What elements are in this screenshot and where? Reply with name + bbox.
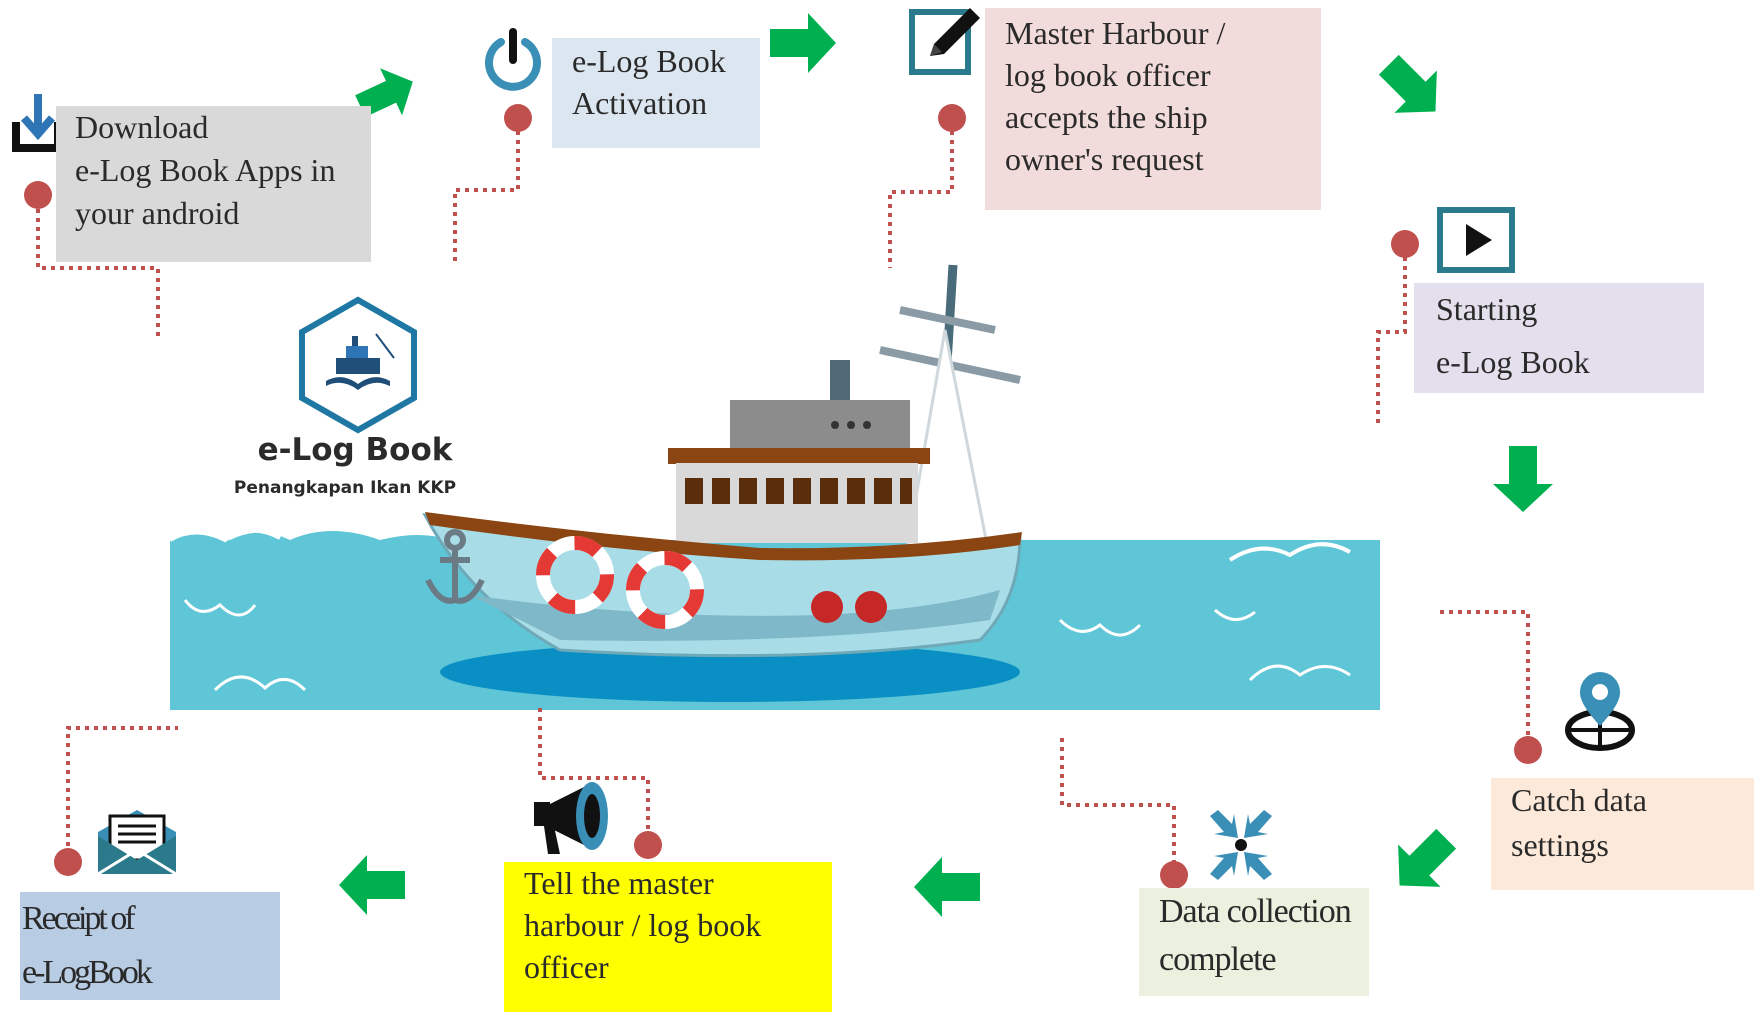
elogbook-logo — [299, 296, 417, 434]
arrow-6 — [914, 857, 980, 917]
anchor — [425, 529, 485, 604]
step-activation: e-Log Book Activation — [552, 38, 760, 148]
step-data-complete-line-1: Data collection — [1159, 893, 1352, 930]
download-icon — [12, 94, 62, 152]
step-catch-settings-line-2: settings — [1511, 827, 1609, 863]
step-activation-line-1: e-Log Book — [572, 43, 726, 79]
step-starting: Starting e-Log Book — [1414, 283, 1704, 393]
logo-title: e-Log Book — [257, 432, 453, 468]
arrow-1 — [355, 68, 413, 118]
step-master-accepts-line-3: accepts the ship — [1005, 99, 1208, 135]
arrow-3 — [1378, 54, 1437, 113]
step-activation-line-2: Activation — [572, 85, 708, 121]
step-download-line-1: Download — [75, 109, 209, 145]
step-master-accepts-line-4: owner's request — [1005, 141, 1204, 177]
step-download: Download e-Log Book Apps in your android — [56, 106, 371, 262]
arrow-7 — [339, 855, 405, 915]
arrow-2 — [770, 13, 836, 73]
power-icon — [485, 28, 541, 91]
boat-shadow — [440, 642, 1020, 702]
step-master-accepts: Master Harbour / log book officer accept… — [985, 8, 1321, 210]
step-receipt-line-2: e-LogBook — [22, 954, 153, 991]
logo-subtitle: Penangkapan Ikan KKP — [233, 478, 457, 498]
step-tell-master-line-1: Tell the master — [524, 865, 714, 901]
step-starting-line-2: e-Log Book — [1436, 344, 1590, 380]
step-receipt: Receipt of e-LogBook — [20, 892, 280, 1000]
step-master-accepts-line-2: log book officer — [1005, 57, 1211, 93]
step-tell-master-line-2: harbour / log book — [524, 907, 762, 943]
step-tell-master: Tell the master harbour / log book offic… — [504, 862, 832, 1012]
arrow-5 — [1398, 828, 1457, 887]
edit-icon — [909, 8, 980, 75]
envelope-icon — [97, 810, 177, 876]
step-download-line-3: your android — [75, 195, 240, 231]
megaphone-icon — [534, 782, 608, 854]
step-data-complete-line-2: complete — [1159, 941, 1277, 978]
step-data-complete: Data collection complete — [1139, 888, 1369, 996]
location-pin-icon — [1565, 672, 1635, 751]
step-catch-settings: Catch data settings — [1491, 778, 1754, 890]
arrow-4 — [1493, 446, 1553, 512]
compress-icon — [1210, 810, 1272, 880]
step-master-accepts-line-1: Master Harbour / — [1005, 15, 1226, 51]
play-icon — [1437, 207, 1515, 273]
step-catch-settings-line-1: Catch data — [1511, 782, 1647, 818]
step-tell-master-line-3: officer — [524, 949, 609, 985]
step-starting-line-1: Starting — [1436, 291, 1538, 327]
step-download-line-2: e-Log Book Apps in — [75, 152, 336, 188]
step-receipt-line-1: Receipt of — [22, 900, 136, 937]
